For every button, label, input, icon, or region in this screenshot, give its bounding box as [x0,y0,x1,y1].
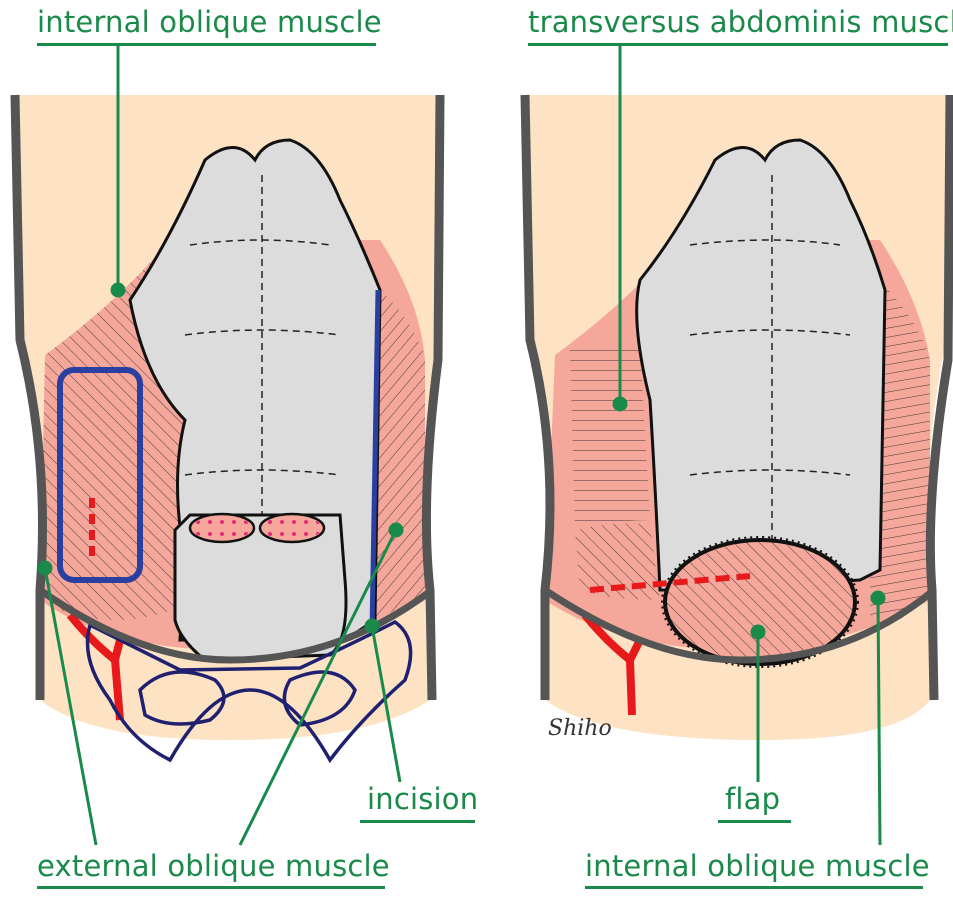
artist-signature: Shiho [548,716,612,741]
underline-internal-oblique-top [37,43,376,46]
label-internal-oblique-bottom: internal oblique muscle [585,852,930,881]
underline-flap [718,820,791,823]
label-external-oblique: external oblique muscle [37,852,390,881]
label-flap: flap [725,785,780,814]
right-transversus-hatch [570,343,650,530]
right-figure [525,95,950,740]
underline-internal-oblique-bottom [585,886,923,889]
underline-transversus-abdominis [528,43,948,46]
left-figure [15,95,440,760]
left-umbilical-patch-2-dots [262,516,322,540]
label-transversus-abdominis: transversus abdominis muscle [528,8,953,37]
label-incision: incision [367,785,478,814]
underline-incision [360,820,475,823]
right-flap-hatch [667,542,853,662]
label-internal-oblique-top: internal oblique muscle [37,8,382,37]
underline-external-oblique [37,886,385,889]
left-umbilical-patch-1-dots [192,516,252,540]
